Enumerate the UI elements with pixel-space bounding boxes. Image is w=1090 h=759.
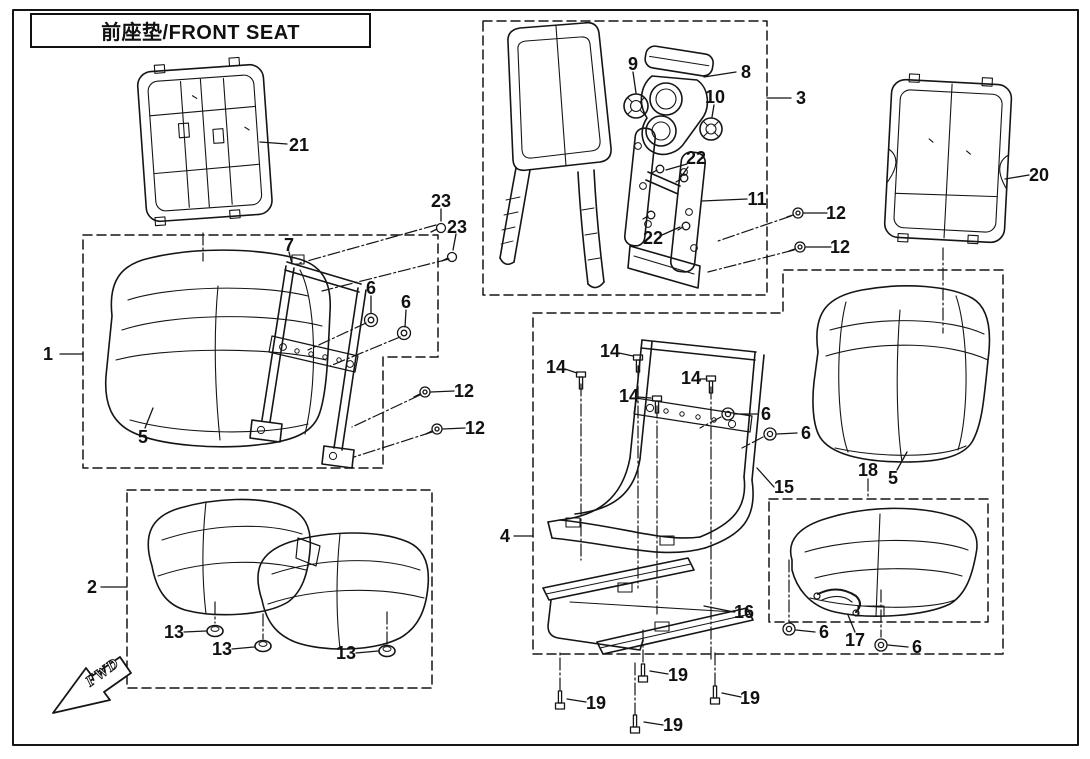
label-11: 11 bbox=[747, 189, 767, 209]
label-13-a: 13 bbox=[163, 622, 185, 642]
label-5-left: 5 bbox=[137, 427, 149, 447]
seat-back-panel-20 bbox=[883, 73, 1013, 245]
recliner-plates-11 bbox=[623, 127, 707, 289]
assembly-lines bbox=[202, 215, 944, 716]
label-4: 4 bbox=[499, 526, 511, 546]
release-lever-17 bbox=[813, 588, 861, 617]
group-box-2 bbox=[126, 489, 433, 689]
knob-9 bbox=[623, 93, 649, 119]
label-19-c: 19 bbox=[739, 688, 761, 708]
group-boxes bbox=[82, 20, 1004, 689]
label-6-a: 6 bbox=[365, 278, 377, 298]
label-6-f: 6 bbox=[911, 637, 923, 657]
label-19-b: 19 bbox=[585, 693, 607, 713]
label-23-b: 23 bbox=[446, 217, 468, 237]
seat-back-frame-7 bbox=[249, 254, 367, 469]
page-border bbox=[12, 9, 1079, 746]
group-box-18 bbox=[768, 498, 989, 623]
knob-10 bbox=[699, 117, 723, 141]
label-19-a: 19 bbox=[667, 665, 689, 685]
rubber-foot-13-b bbox=[254, 639, 272, 653]
label-6-b: 6 bbox=[400, 292, 412, 312]
label-3: 3 bbox=[795, 88, 807, 108]
label-5-right: 5 bbox=[887, 468, 899, 488]
nut-6-fasteners bbox=[363, 312, 888, 652]
label-14-b: 14 bbox=[599, 341, 621, 361]
label-12-b: 12 bbox=[464, 418, 486, 438]
bench-seat-cushion-2 bbox=[147, 498, 430, 650]
label-22-a: 22 bbox=[685, 148, 707, 168]
label-12-a: 12 bbox=[453, 381, 475, 401]
label-9: 9 bbox=[627, 54, 639, 74]
label-7: 7 bbox=[283, 235, 295, 255]
group-box-4 bbox=[532, 269, 1004, 655]
label-6-d: 6 bbox=[800, 423, 812, 443]
label-17: 17 bbox=[844, 630, 866, 650]
seat-back-cushion-5-right bbox=[812, 285, 991, 463]
label-6-e: 6 bbox=[818, 622, 830, 642]
folded-seat-back-shell bbox=[499, 21, 612, 289]
label-14-d: 14 bbox=[680, 368, 702, 388]
fwd-arrow: FWD bbox=[52, 655, 132, 714]
seat-frame-15 bbox=[547, 339, 765, 554]
group-box-3 bbox=[482, 20, 768, 296]
rubber-foot-13-c bbox=[378, 644, 396, 658]
screw-fasteners bbox=[413, 164, 806, 435]
bolt-19-fasteners bbox=[554, 663, 721, 734]
title-box: 前座垫/FRONT SEAT bbox=[30, 13, 371, 48]
label-6-c: 6 bbox=[760, 404, 772, 424]
label-13-c: 13 bbox=[335, 643, 357, 663]
rubber-foot-13-a bbox=[206, 624, 224, 638]
seat-back-panel-21 bbox=[136, 56, 273, 227]
page-title: 前座垫/FRONT SEAT bbox=[101, 22, 300, 44]
label-23-a: 23 bbox=[430, 191, 452, 211]
slide-rail-16 bbox=[542, 557, 754, 655]
label-12-c: 12 bbox=[825, 203, 847, 223]
label-20: 20 bbox=[1028, 165, 1050, 185]
label-13-b: 13 bbox=[211, 639, 233, 659]
label-1: 1 bbox=[42, 344, 54, 364]
label-12-d: 12 bbox=[829, 237, 851, 257]
label-16: 16 bbox=[733, 602, 755, 622]
label-14-a: 14 bbox=[545, 357, 567, 377]
label-2: 2 bbox=[86, 577, 98, 597]
seat-cushion-18 bbox=[789, 507, 978, 617]
group-box-1 bbox=[82, 234, 439, 469]
bolt-14-fasteners bbox=[575, 354, 717, 414]
label-18: 18 bbox=[857, 460, 879, 480]
label-15: 15 bbox=[773, 477, 795, 497]
label-8: 8 bbox=[740, 62, 752, 82]
label-21: 21 bbox=[288, 135, 310, 155]
label-14-c: 14 bbox=[618, 386, 640, 406]
label-10: 10 bbox=[704, 87, 726, 107]
label-22-b: 22 bbox=[642, 228, 664, 248]
label-19-d: 19 bbox=[662, 715, 684, 735]
leader-lines bbox=[59, 71, 1030, 726]
